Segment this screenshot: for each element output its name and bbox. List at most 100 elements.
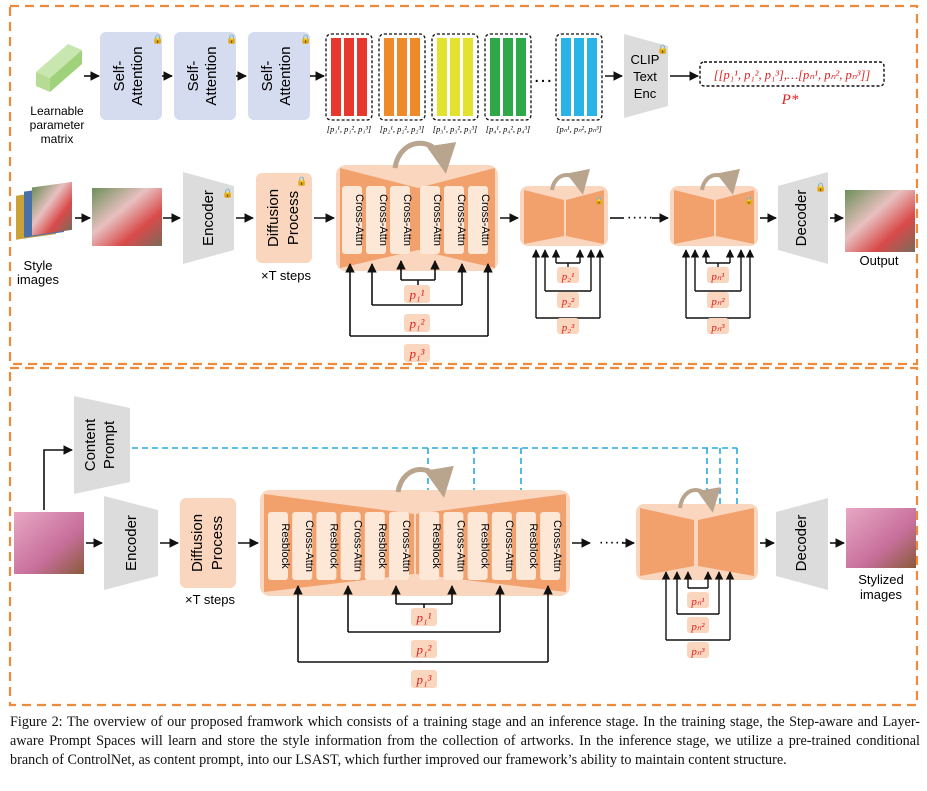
- infer-un-prompts: pₙ¹ pₙ² pₙ³: [687, 592, 709, 658]
- svg-text:Enc: Enc: [634, 86, 657, 101]
- learnable-matrix-icon: [36, 44, 82, 92]
- svg-text:Attention: Attention: [277, 46, 294, 105]
- svg-text:Diffusion: Diffusion: [265, 189, 282, 247]
- inference-stage-border: [8, 366, 919, 707]
- svg-text:p₁³: p₁³: [416, 672, 433, 687]
- infer-block-label: Cross-Attn: [352, 520, 364, 572]
- infer-dots: ·····: [599, 534, 626, 551]
- train-cross-attn-block: Cross-Attn: [390, 186, 413, 254]
- style-images-label-2: images: [17, 272, 59, 287]
- diffusion-process-infer: Diffusion Process: [180, 498, 236, 588]
- train-un-prompts: pₙ¹ pₙ² pₙ³: [707, 267, 729, 334]
- cross-attn-label: Cross-Attn: [377, 194, 389, 246]
- matrix-label-3: matrix: [41, 132, 74, 146]
- prompt-group-2: [p₂¹, p₂², p₂³]: [378, 33, 426, 134]
- svg-text:p₁¹: p₁¹: [409, 287, 425, 302]
- train-cross-attn-block: Cross-Attn: [366, 186, 389, 254]
- matrix-label-1: Learnable: [30, 104, 84, 118]
- prompt-bar: [331, 38, 341, 116]
- prompt-group-label: [p₂¹, p₂², p₂³]: [380, 124, 424, 134]
- prompt-bar: [344, 38, 354, 116]
- framework-diagram: Learnable parameter matrix Self- Attenti…: [8, 4, 919, 707]
- infer-block-label: Cross-Attn: [454, 520, 466, 572]
- prompt-bar: [397, 38, 407, 116]
- svg-text:Process: Process: [285, 191, 302, 245]
- train-steps-label: ×T steps: [261, 268, 311, 283]
- train-u2-prompts: p₂¹ p₂² p₂³: [557, 267, 579, 334]
- content-prompt: Content Prompt: [74, 396, 130, 494]
- prompt-group-5: [pₙ¹, pₙ², pₙ³]: [555, 33, 603, 134]
- infer-block-label: Cross-Attn: [303, 520, 315, 572]
- encoder-infer: Encoder: [104, 496, 158, 590]
- infer-block-label: Resblock: [479, 523, 491, 569]
- pstar-label: P*: [781, 92, 799, 108]
- infer-block: Cross-Attn: [292, 512, 315, 580]
- prompt-group-label: [p₃¹, p₃², p₃³]: [433, 124, 477, 134]
- diffusion-process-train: Diffusion Process 🔒: [256, 173, 312, 263]
- training-stage-border: [8, 4, 919, 366]
- prompt-bar: [574, 38, 584, 116]
- infer-block: Resblock: [419, 512, 442, 580]
- cross-attn-label: Cross-Attn: [455, 194, 467, 246]
- svg-text:Attention: Attention: [203, 46, 220, 105]
- self-attention-block-2: Self- Attention 🔒: [174, 32, 237, 120]
- infer-steps-label: ×T steps: [185, 592, 235, 607]
- infer-main-prompts: p₁¹ p₁² p₁³: [411, 608, 437, 688]
- lock-icon: 🔒: [815, 182, 826, 192]
- prompt-bar: [587, 38, 597, 116]
- infer-block: Cross-Attn: [540, 512, 563, 580]
- style-images-stack: [16, 181, 72, 240]
- lock-icon: 🔒: [300, 34, 311, 44]
- lock-icon: 🔒: [594, 196, 604, 205]
- stylized-label-2: images: [860, 587, 902, 602]
- infer-block-label: Cross-Attn: [400, 520, 412, 572]
- svg-text:p₁²: p₁²: [416, 642, 433, 657]
- style-images-label-1: Style: [24, 258, 53, 273]
- prompt-group-1: [p₁¹, p₁², p₁³]: [325, 33, 373, 134]
- cross-attn-label: Cross-Attn: [401, 194, 413, 246]
- prompt-group-label: [p₄¹, p₄², p₄³]: [486, 124, 530, 134]
- svg-text:pₙ¹: pₙ¹: [690, 596, 704, 608]
- lock-icon: 🔒: [744, 196, 754, 205]
- lock-icon: 🔒: [657, 44, 668, 54]
- svg-text:Text: Text: [633, 69, 657, 84]
- svg-text:Diffusion: Diffusion: [189, 514, 206, 572]
- lock-icon: 🔒: [296, 176, 307, 186]
- infer-block: Resblock: [316, 512, 339, 580]
- svg-text:Prompt: Prompt: [101, 420, 118, 469]
- train-dots: ·····: [627, 209, 654, 226]
- train-cross-attn-block: Cross-Attn: [444, 186, 467, 254]
- svg-text:Self-: Self-: [185, 61, 202, 92]
- prompt-bar: [516, 38, 526, 116]
- style-image: [92, 188, 162, 246]
- unet-infer-n: [636, 487, 758, 580]
- svg-text:Self-: Self-: [111, 61, 128, 92]
- train-main-prompts: p₁¹ p₁² p₁³: [404, 285, 430, 362]
- prompt-group-label: [pₙ¹, pₙ², pₙ³]: [556, 124, 602, 134]
- svg-text:Encoder: Encoder: [200, 190, 217, 246]
- prompt-bar: [450, 38, 460, 116]
- prompt-bar: [561, 38, 571, 116]
- output-image: [845, 190, 915, 252]
- infer-block-label: Cross-Attn: [551, 520, 563, 572]
- svg-text:pₙ¹: pₙ¹: [710, 271, 724, 283]
- stylized-image: [846, 508, 916, 568]
- svg-text:CLIP: CLIP: [631, 52, 660, 67]
- infer-block: Resblock: [516, 512, 539, 580]
- groups-ellipsis: …: [533, 65, 553, 87]
- output-label: Output: [859, 253, 898, 268]
- lock-icon: 🔒: [152, 34, 163, 44]
- svg-text:pₙ²: pₙ²: [710, 296, 725, 308]
- svg-text:Content: Content: [82, 418, 99, 471]
- svg-text:p₁³: p₁³: [409, 346, 426, 361]
- infer-block: Cross-Attn: [340, 512, 364, 580]
- infer-block: Resblock: [364, 512, 388, 580]
- svg-text:Encoder: Encoder: [123, 515, 140, 571]
- prompt-groups: [p₁¹, p₁², p₁³] [p₂¹, p₂², p₂³] [p₃¹, p₃²,…: [325, 33, 603, 134]
- svg-text:pₙ³: pₙ³: [690, 646, 705, 658]
- prompt-bar: [384, 38, 394, 116]
- prompt-bar: [410, 38, 420, 116]
- infer-block-label: Resblock: [527, 523, 539, 569]
